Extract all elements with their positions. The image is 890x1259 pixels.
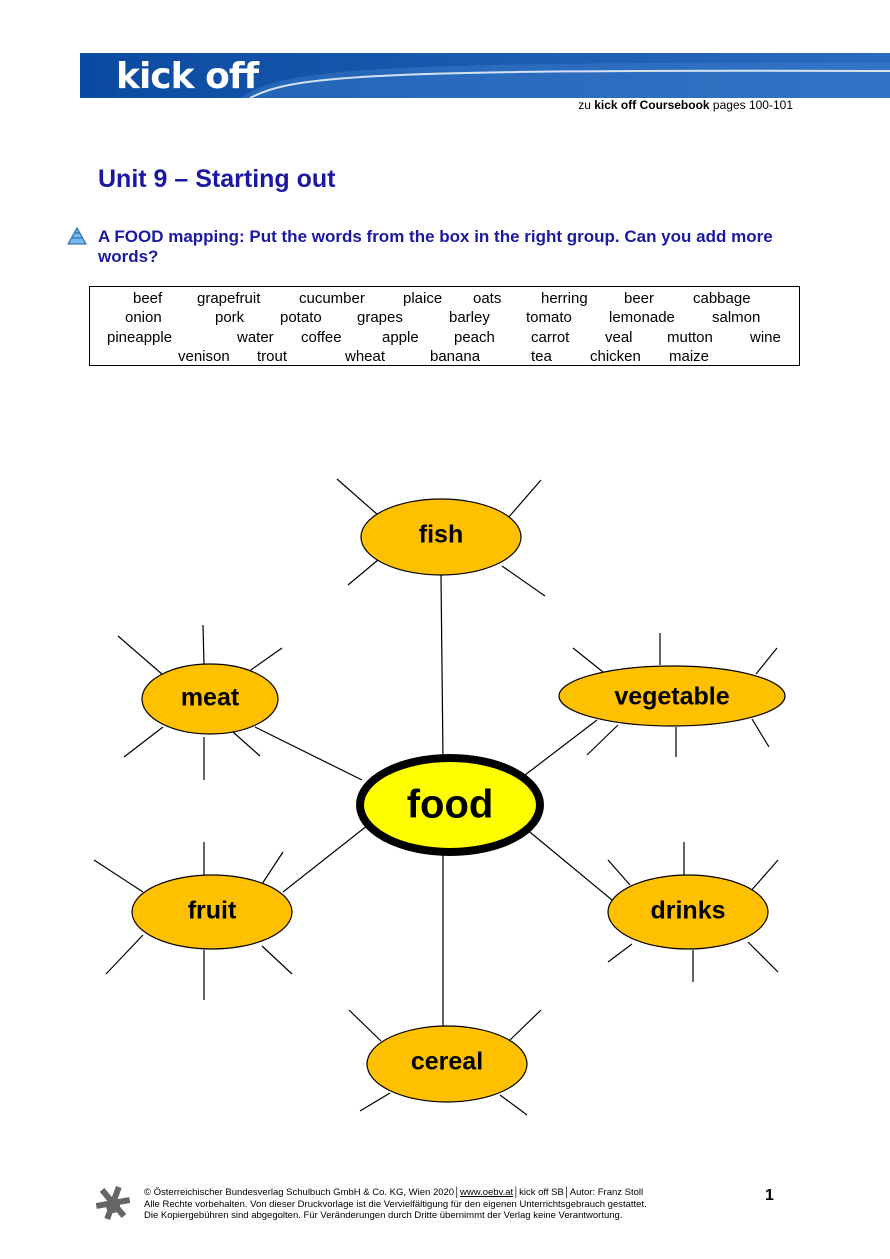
obv-logo	[95, 1185, 131, 1221]
word-item: peach	[454, 329, 495, 346]
bubble-drinks	[607, 874, 769, 950]
logo: kick off	[116, 56, 259, 97]
word-item: water	[237, 329, 274, 346]
word-item: banana	[430, 348, 481, 365]
word-item: cucumber	[299, 290, 365, 307]
word-item: trout	[257, 348, 288, 365]
word-item: grapes	[357, 309, 403, 326]
bubble-fish	[360, 498, 522, 576]
word-item: wheat	[345, 348, 386, 365]
bubble-vegetable	[558, 665, 786, 727]
category-fruit: fruit	[187, 896, 237, 925]
triangle-pyramid-icon	[67, 226, 87, 245]
category-drinks: drinks	[650, 896, 726, 925]
category-vegetable: vegetable	[614, 682, 730, 711]
word-item: barley	[449, 309, 490, 326]
word-item: chicken	[590, 348, 641, 365]
word-item: herring	[541, 290, 588, 307]
task-instruction: A FOOD mapping: Put the words from the b…	[98, 227, 773, 266]
category-cereal: cereal	[410, 1047, 484, 1076]
word-item: venison	[178, 348, 230, 365]
word-item: grapefruit	[197, 290, 261, 307]
word-item: potato	[280, 309, 322, 326]
word-item: beef	[133, 290, 163, 307]
word-item: oats	[473, 290, 502, 307]
bubble-food	[356, 754, 544, 856]
course-reference: zu kick off Coursebook pages 100-101	[578, 98, 793, 112]
page-title: Unit 9 – Starting out	[98, 165, 336, 193]
word-item: coffee	[301, 329, 342, 346]
publisher-link[interactable]: www.oebv.at	[460, 1187, 514, 1198]
page-number: 1	[765, 1187, 774, 1204]
word-item: apple	[382, 329, 419, 346]
word-item: pineapple	[107, 329, 173, 346]
bubble-fruit	[131, 874, 293, 950]
word-item: cabbage	[693, 290, 751, 307]
word-item: maize	[669, 348, 710, 365]
header-banner	[80, 53, 890, 98]
word-item: beer	[624, 290, 655, 307]
word-item: pork	[215, 309, 245, 326]
word-item: wine	[750, 329, 781, 346]
word-item: veal	[605, 329, 633, 346]
word-item: tomato	[526, 309, 572, 326]
category-meat: meat	[180, 683, 240, 712]
category-fish: fish	[418, 520, 464, 549]
footer-copyright: © Österreichischer Bundesverlag Schulbuc…	[144, 1187, 647, 1221]
word-item: plaice	[403, 290, 443, 307]
word-item: carrot	[531, 329, 570, 346]
word-item: salmon	[712, 309, 761, 326]
word-item: lemonade	[609, 309, 675, 326]
word-box: beef grapefruit cucumber plaice oats her…	[89, 286, 800, 366]
bubble-meat	[141, 663, 279, 735]
word-item: tea	[531, 348, 552, 365]
word-item: onion	[125, 309, 162, 326]
word-item: mutton	[667, 329, 713, 346]
center-food: food	[406, 782, 494, 827]
bubble-cereal	[366, 1025, 528, 1103]
